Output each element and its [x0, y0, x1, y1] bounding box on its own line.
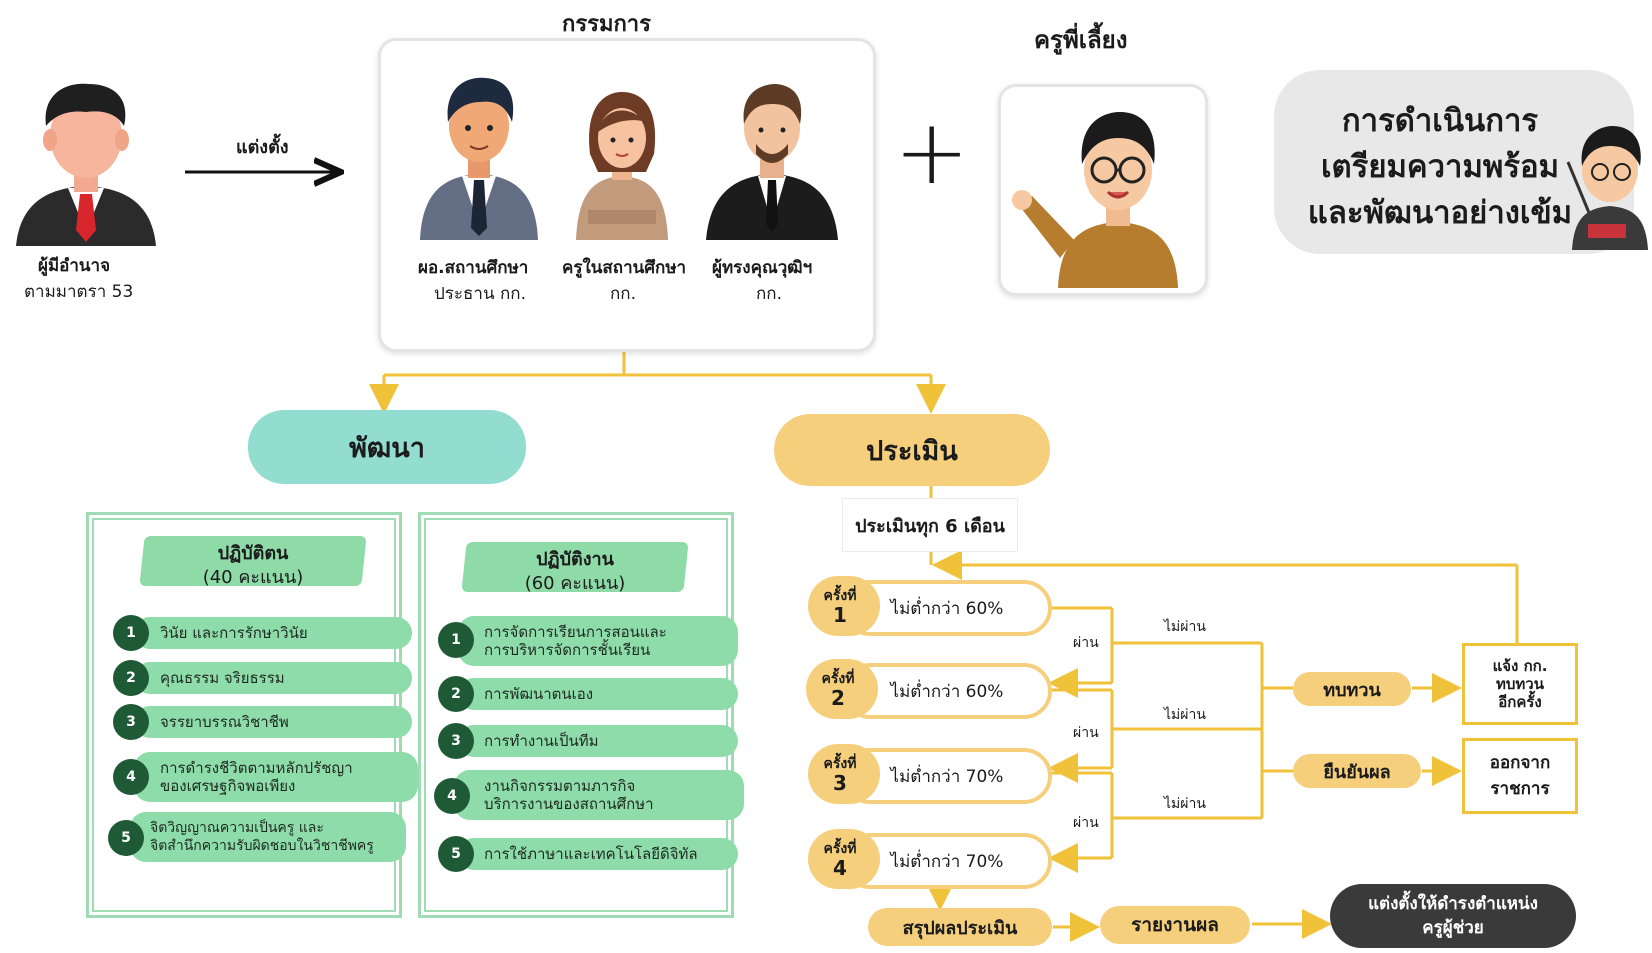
- member-sub-1: ประธาน กก.: [434, 284, 526, 304]
- member-role-3: ผู้ทรงคุณวุฒิฯ: [712, 258, 813, 278]
- develop-title: พัฒนา: [248, 410, 526, 484]
- work-title: ปฏิบัติงาน: [536, 549, 614, 570]
- mentor-title: ครูพี่เลี้ยง: [1034, 26, 1128, 54]
- work-item-1: การจัดการเรียนการสอนและการบริหารจัดการชั…: [458, 616, 738, 666]
- conduct-score: (40 คะแนน): [202, 567, 304, 588]
- round-4-number: 4: [833, 856, 847, 880]
- conduct-item-3: จรรยาบรรณวิชาชีพ: [134, 706, 412, 738]
- conduct-num-4: 4: [113, 759, 149, 795]
- round-3-tab: [808, 744, 880, 804]
- director-icon: [420, 77, 538, 240]
- member-sub-3: กก.: [756, 284, 782, 304]
- work-num-5: 5: [438, 836, 474, 872]
- fail-label-1: ไม่ผ่าน: [1164, 619, 1206, 635]
- notify-line-1: แจ้ง กก.: [1492, 657, 1548, 675]
- fail-label-2: ไม่ผ่าน: [1164, 707, 1206, 723]
- process-line-3: และพัฒนาอย่างเข้ม: [1307, 195, 1573, 231]
- pass-label-3: ผ่าน: [1073, 815, 1099, 831]
- conduct-item-5-text-1: จิตวิญญาณความเป็นครู และ: [150, 820, 324, 836]
- conduct-item-1-text: วินัย และการรักษาวินัย: [160, 624, 308, 642]
- work-item-3-text: การทำงานเป็นทีม: [484, 732, 599, 750]
- notify-line-2: ทบทวน: [1496, 675, 1544, 693]
- work-score: (60 คะแนน): [524, 573, 626, 594]
- pass-label-1: ผ่าน: [1073, 635, 1099, 651]
- final-appointment-pill: แต่งตั้งให้ดำรงตำแหน่งครูผู้ช่วย: [1330, 884, 1576, 948]
- conduct-item-4-text-1: การดำรงชีวิตตามหลักปรัชญา: [160, 759, 353, 777]
- conduct-item-5-text-2: จิตสำนึกความรับผิดชอบในวิชาชีพครู: [150, 838, 374, 854]
- conduct-num-5: 5: [108, 820, 144, 856]
- leave-line-1: ออกจาก: [1489, 753, 1551, 773]
- authority-title: ผู้มีอำนาจ: [38, 256, 111, 276]
- member-role-2: ครูในสถานศึกษา: [562, 258, 687, 278]
- member-role-1: ผอ.สถานศึกษา: [418, 258, 529, 278]
- work-item-2: การพัฒนาตนเอง: [458, 678, 738, 710]
- conduct-item-5: จิตวิญญาณความเป็นครู และจิตสำนึกความรับผ…: [130, 812, 406, 862]
- round-1-number: 1: [833, 603, 847, 627]
- process-title: การดำเนินการ เตรียมความพร้อม และพัฒนาอย่…: [1290, 98, 1590, 236]
- mentor-icon: [1012, 112, 1178, 288]
- leave-service-box: ออกจากราชการ: [1462, 738, 1578, 814]
- round-2-number: 2: [831, 686, 845, 710]
- process-line-1: การดำเนินการ: [1341, 103, 1539, 139]
- conduct-num-3: 3: [113, 704, 149, 740]
- authority-subtitle: ตามมาตรา 53: [24, 282, 134, 302]
- work-num-1: 1: [438, 622, 474, 658]
- leave-line-2: ราชการ: [1490, 779, 1550, 799]
- expert-icon: [706, 84, 838, 240]
- work-item-4-text-1: งานกิจกรรมตามภารกิจ: [484, 777, 636, 795]
- conduct-item-2-text: คุณธรรม จริยธรรม: [160, 669, 285, 687]
- work-item-5: การใช้ภาษาและเทคโนโลยีดิจิทัล: [458, 838, 738, 870]
- authority-avatar-icon: [16, 83, 156, 246]
- conduct-item-4: การดำรงชีวิตตามหลักปรัชญาของเศรษฐกิจพอเพ…: [134, 752, 418, 802]
- round-1-word: ครั้งที่: [823, 588, 857, 604]
- work-item-5-text: การใช้ภาษาและเทคโนโลยีดิจิทัล: [484, 845, 698, 863]
- work-num-4: 4: [434, 778, 470, 814]
- work-item-3: การทำงานเป็นทีม: [458, 725, 738, 757]
- conduct-title: ปฏิบัติตน: [217, 543, 289, 564]
- confirm-pill: ยืนยันผล: [1293, 754, 1421, 788]
- notify-box: แจ้ง กก.ทบทวนอีกครั้ง: [1462, 643, 1578, 725]
- work-item-4: งานกิจกรรมตามภารกิจบริการงานของสถานศึกษา: [454, 770, 744, 820]
- process-box: [1274, 70, 1634, 254]
- work-item-4-text-2: บริการงานของสถานศึกษา: [484, 795, 654, 813]
- every-6-months: ประเมินทุก 6 เดือน: [842, 498, 1018, 552]
- notify-line-3: อีกครั้ง: [1498, 693, 1542, 711]
- round-3-word: ครั้งที่: [823, 756, 857, 772]
- round-4-tab: [808, 829, 880, 889]
- evaluate-title: ประเมิน: [774, 414, 1050, 486]
- final-line-1: แต่งตั้งให้ดำรงตำแหน่ง: [1368, 894, 1538, 914]
- pass-label-2: ผ่าน: [1073, 725, 1099, 741]
- conduct-item-2: คุณธรรม จริยธรรม: [134, 662, 412, 694]
- plus-sign: +: [894, 100, 970, 205]
- work-item-2-text: การพัฒนาตนเอง: [484, 685, 594, 703]
- appoint-label: แต่งตั้ง: [236, 137, 289, 158]
- work-item-1-text-1: การจัดการเรียนการสอนและ: [484, 623, 667, 641]
- work-num-2: 2: [438, 676, 474, 712]
- presenter-icon: [1566, 126, 1648, 250]
- round-4-criteria: ไม่ต่ำกว่า 70%: [842, 833, 1052, 889]
- round-2-word: ครั้งที่: [821, 671, 855, 687]
- work-item-1-text-2: การบริหารจัดการชั้นเรียน: [484, 641, 651, 659]
- report-pill: รายงานผล: [1100, 906, 1250, 944]
- conduct-num-1: 1: [113, 615, 149, 651]
- teacher-icon: [576, 92, 668, 240]
- final-line-2: ครูผู้ช่วย: [1422, 918, 1484, 938]
- work-num-3: 3: [438, 723, 474, 759]
- process-line-2: เตรียมความพร้อม: [1320, 149, 1560, 185]
- member-sub-2: กก.: [610, 284, 636, 304]
- conduct-item-3-text: จรรยาบรรณวิชาชีพ: [160, 713, 289, 731]
- conduct-item-4-text-2: ของเศรษฐกิจพอเพียง: [160, 777, 296, 795]
- round-3-number: 3: [833, 771, 847, 795]
- committee-title: กรรมการ: [562, 12, 651, 37]
- round-4-word: ครั้งที่: [823, 841, 857, 857]
- fail-label-3: ไม่ผ่าน: [1164, 796, 1206, 812]
- summary-pill: สรุปผลประเมิน: [868, 908, 1052, 946]
- round-2-tab: [806, 659, 878, 719]
- review-pill: ทบทวน: [1293, 672, 1411, 706]
- conduct-num-2: 2: [113, 660, 149, 696]
- round-1-tab: [808, 576, 880, 636]
- conduct-item-1: วินัย และการรักษาวินัย: [134, 617, 412, 649]
